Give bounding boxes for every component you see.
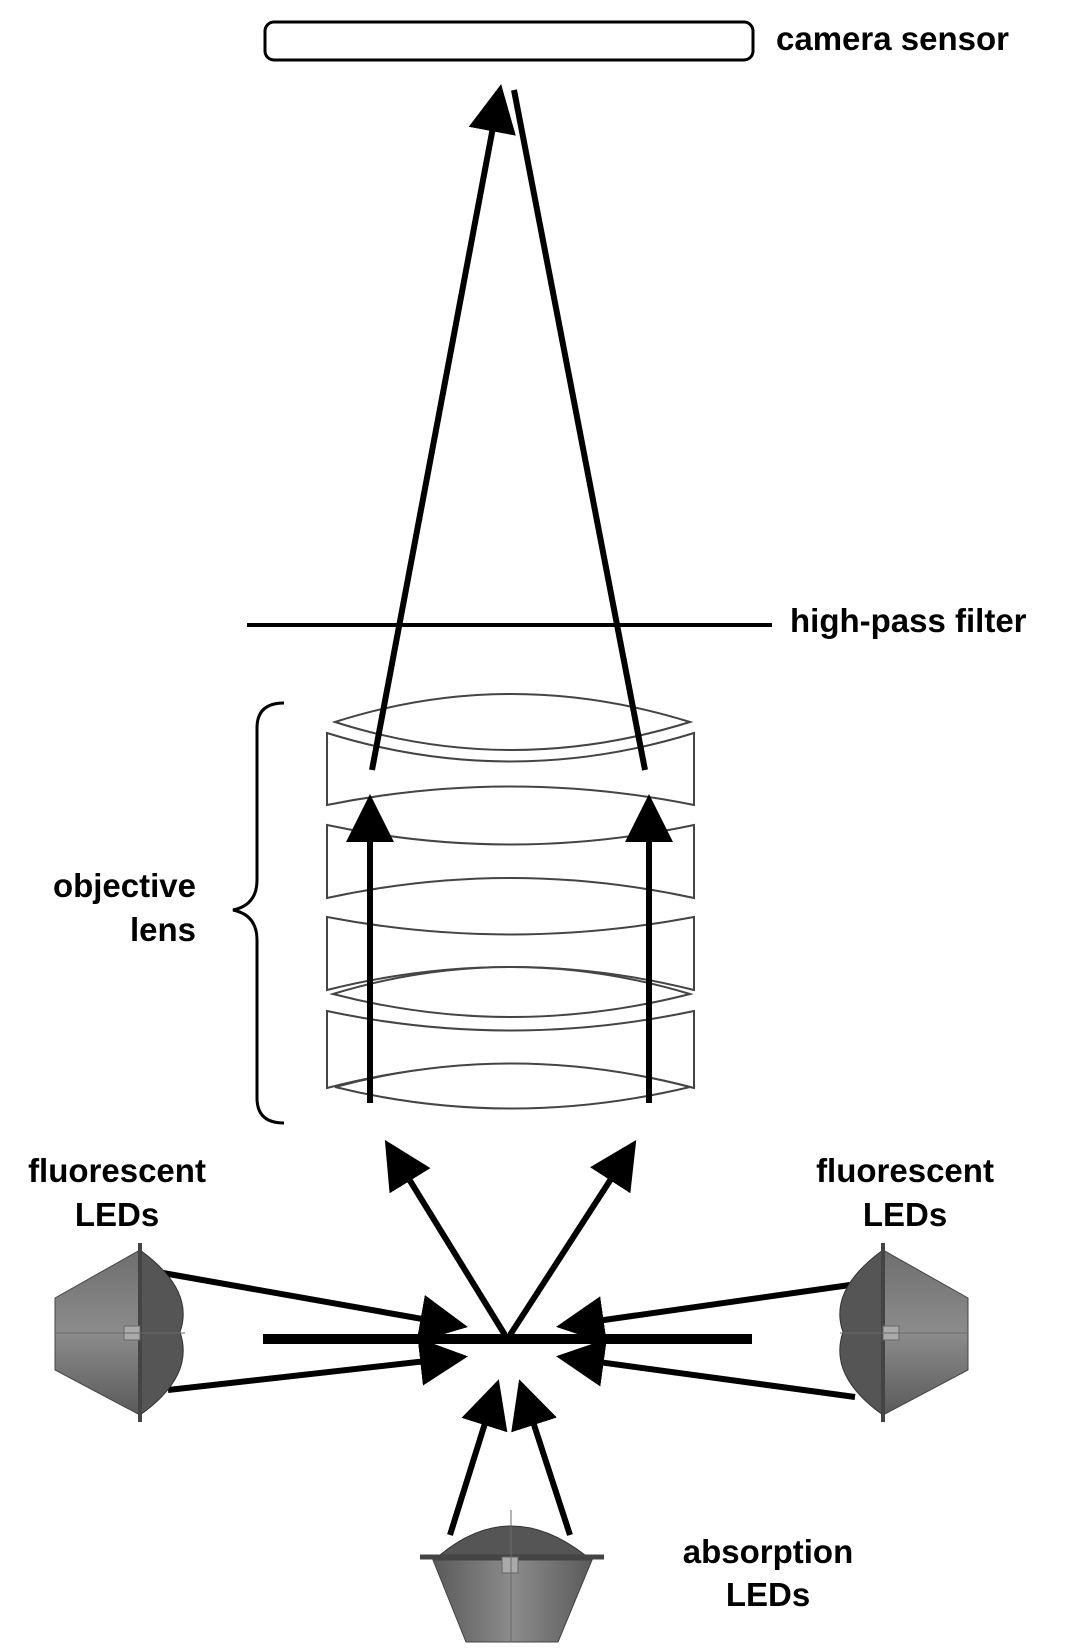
fluorescent-led-right [839,1243,969,1422]
objective-lens-label-line1: objective [53,867,196,904]
ray-sample-to-lens-right [507,1139,637,1337]
ray-left-to-sensor [369,84,516,771]
ray-sample-to-lens-left [384,1139,508,1337]
absorption-led [420,1510,604,1643]
fluorescent-led-left [54,1243,185,1422]
fluorescent-led-left-label-line2: LEDs [75,1196,159,1233]
absorption-led-label-line2: LEDs [726,1576,810,1613]
objective-lens [326,693,695,1110]
ray-absorption-right [511,1379,573,1536]
ray-fluor-right-lower [556,1338,856,1400]
camera-sensor [263,20,755,62]
ray-fluor-right-upper [556,1282,851,1344]
ray-absorption-left [447,1379,508,1536]
objective-lens-label-line2: lens [130,911,196,948]
ray-fluor-left-lower [167,1337,468,1393]
fluorescent-led-right-label-line1: fluorescent [816,1152,994,1189]
objective-brace [232,701,285,1125]
fluorescent-led-left-label-line1: fluorescent [28,1152,206,1189]
fluorescent-led-right-label-line2: LEDs [863,1196,947,1233]
high-pass-filter-label: high-pass filter [790,602,1027,639]
absorption-led-label-line1: absorption [683,1533,854,1570]
ray-fluor-left-upper [162,1270,468,1343]
camera-sensor-label: camera sensor [776,20,1009,57]
ray-right-to-sensor [511,89,648,771]
